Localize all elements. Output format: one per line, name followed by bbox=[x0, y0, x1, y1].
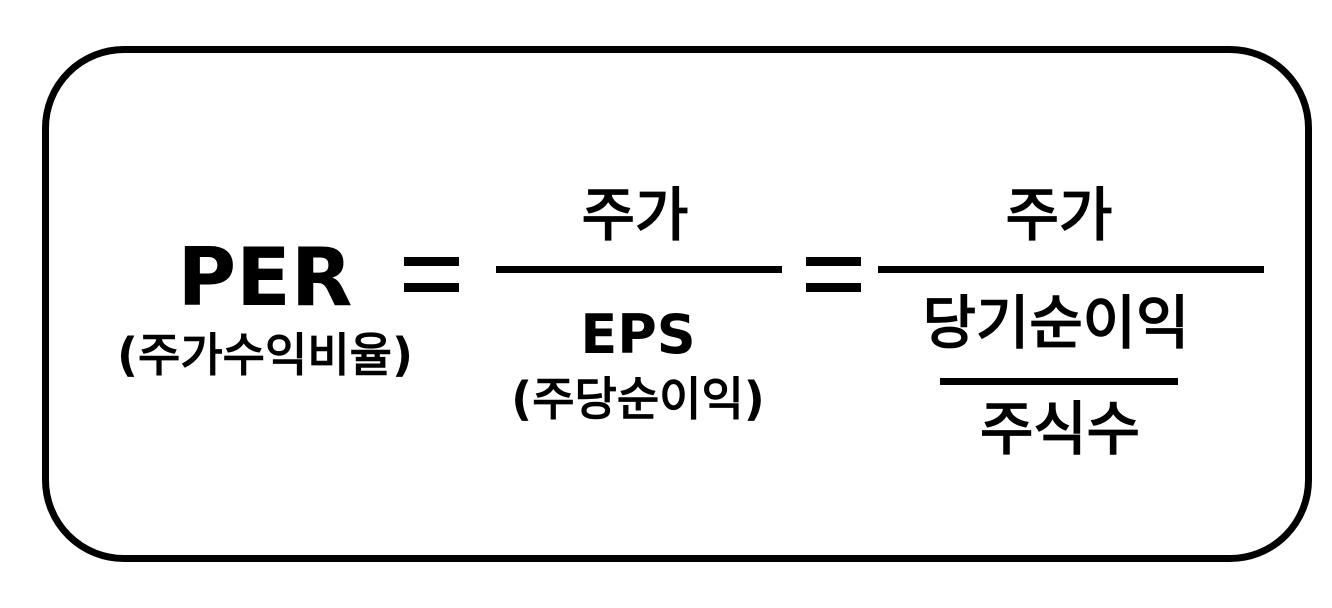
fraction2-inner-numerator: 당기순이익 bbox=[922, 289, 1190, 357]
fraction2-inner-denominator: 주식수 bbox=[979, 395, 1141, 463]
fraction2-inner-bar bbox=[940, 378, 1178, 385]
fraction1-denominator-subtitle: (주당순이익) bbox=[511, 372, 765, 426]
equals-sign-1 bbox=[404, 257, 459, 292]
fraction1-numerator: 주가 bbox=[581, 181, 689, 249]
fraction2-bar bbox=[878, 266, 1264, 273]
equals-sign-2 bbox=[806, 257, 861, 292]
equals-bar-bottom bbox=[404, 283, 459, 292]
fraction2-numerator: 주가 bbox=[1005, 181, 1113, 249]
equals-bar-top bbox=[404, 257, 459, 266]
fraction1-bar bbox=[496, 266, 782, 273]
formula-frame bbox=[42, 46, 1312, 562]
fraction1-denominator: EPS bbox=[580, 303, 696, 366]
lhs-subtitle: (주가수익비율) bbox=[117, 328, 413, 382]
equals-bar-bottom bbox=[806, 283, 861, 292]
equals-bar-top bbox=[806, 257, 861, 266]
lhs-term: PER bbox=[177, 231, 353, 324]
